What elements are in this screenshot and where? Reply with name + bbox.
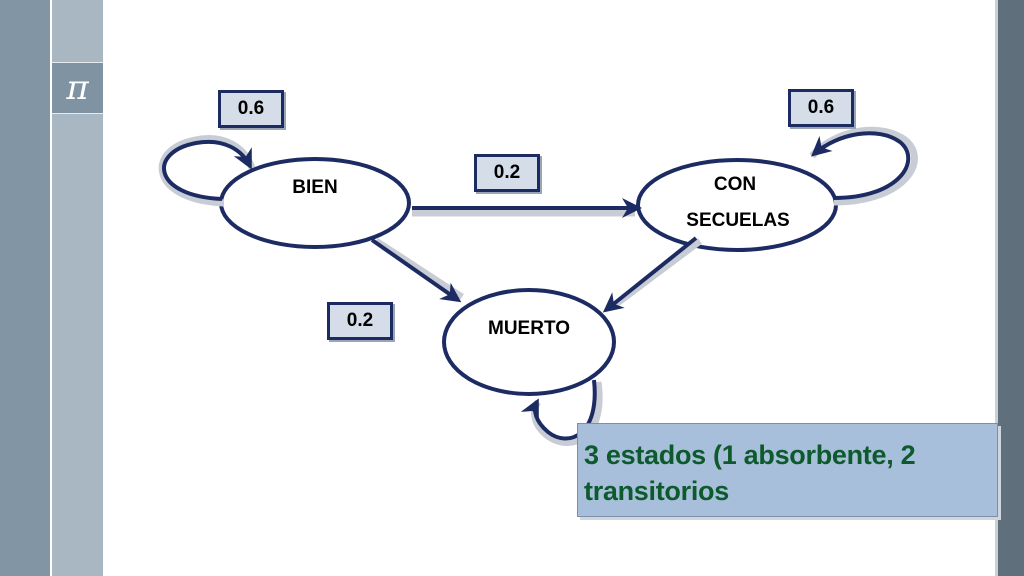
state-con-secuelas-label-line1: CON xyxy=(713,174,757,195)
right-sidebar-strip xyxy=(998,0,1024,576)
state-con-secuelas-label-line2: SECUELAS xyxy=(686,210,790,231)
state-muerto-label: MUERTO xyxy=(488,318,570,339)
pi-symbol: π xyxy=(66,68,89,108)
loop-bien-arrow xyxy=(162,139,252,201)
prob-bien-bien: 0.6 xyxy=(218,90,284,128)
note-text: 3 estados (1 absorbente, 2 transitorios xyxy=(584,440,916,506)
state-muerto-node xyxy=(442,288,616,396)
left-sidebar-strip xyxy=(0,0,50,576)
note-box xyxy=(577,423,998,517)
edge-bien-muerto-arrow xyxy=(370,238,462,303)
right-sidebar-divider xyxy=(995,0,998,576)
prob-bien-con-secuelas: 0.2 xyxy=(474,154,540,192)
pi-logo: π xyxy=(52,62,103,114)
state-bien-label: BIEN xyxy=(292,177,338,198)
loop-muerto-arrow xyxy=(520,379,597,441)
loop-con-secuelas-arrow xyxy=(810,131,911,200)
state-bien-node xyxy=(219,157,411,249)
prob-con-secuelas-con-secuelas: 0.6 xyxy=(788,89,854,127)
prob-bien-muerto: 0.2 xyxy=(327,302,393,340)
edge-con-secuelas-muerto-arrow xyxy=(602,236,698,313)
